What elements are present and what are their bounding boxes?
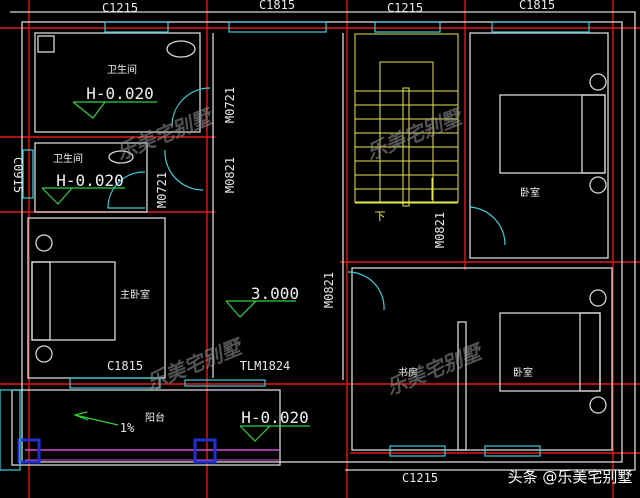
window-label: C1815: [519, 0, 555, 12]
stairs: [354, 33, 459, 207]
door-label: M0821: [433, 212, 447, 248]
source-label: 头条 @乐美宅别墅: [508, 468, 633, 486]
window-label: C1215: [102, 1, 138, 15]
walls: [10, 11, 636, 471]
window-label: C1815: [259, 0, 295, 12]
door-swings: [107, 87, 506, 311]
watermark: 乐美宅别墅: [363, 104, 467, 165]
level-label: H-0.020: [86, 84, 153, 103]
level-label: H-0.020: [241, 408, 308, 427]
room-label: 阳台: [145, 411, 165, 424]
level-label: H-0.020: [56, 171, 123, 190]
level-label: 3.000: [251, 284, 299, 303]
room-label: 卧室: [520, 186, 540, 199]
beds: [31, 35, 607, 414]
room-label: 卧室: [513, 366, 533, 379]
room-label: 卫生间: [53, 152, 83, 165]
door-label: M0821: [223, 157, 237, 193]
door-label: M0721: [223, 87, 237, 123]
room-label: 书房: [398, 366, 418, 379]
door-label: TLM1824: [240, 359, 291, 373]
slope-label: 1%: [120, 421, 135, 435]
level-markers: [41, 101, 310, 442]
door-label: M0721: [155, 172, 169, 208]
windows: [22, 21, 590, 457]
room-label: 卫生间: [107, 63, 137, 76]
room-label: 主卧室: [120, 288, 150, 301]
window-label: C1215: [387, 1, 423, 15]
balcony-railing: [0, 389, 280, 471]
stair-direction-label: 下: [375, 210, 386, 223]
door-label: M0821: [322, 272, 336, 308]
window-label: C0915: [11, 157, 25, 193]
window-label: C1215: [402, 471, 438, 485]
window-label: C1815: [107, 359, 143, 373]
